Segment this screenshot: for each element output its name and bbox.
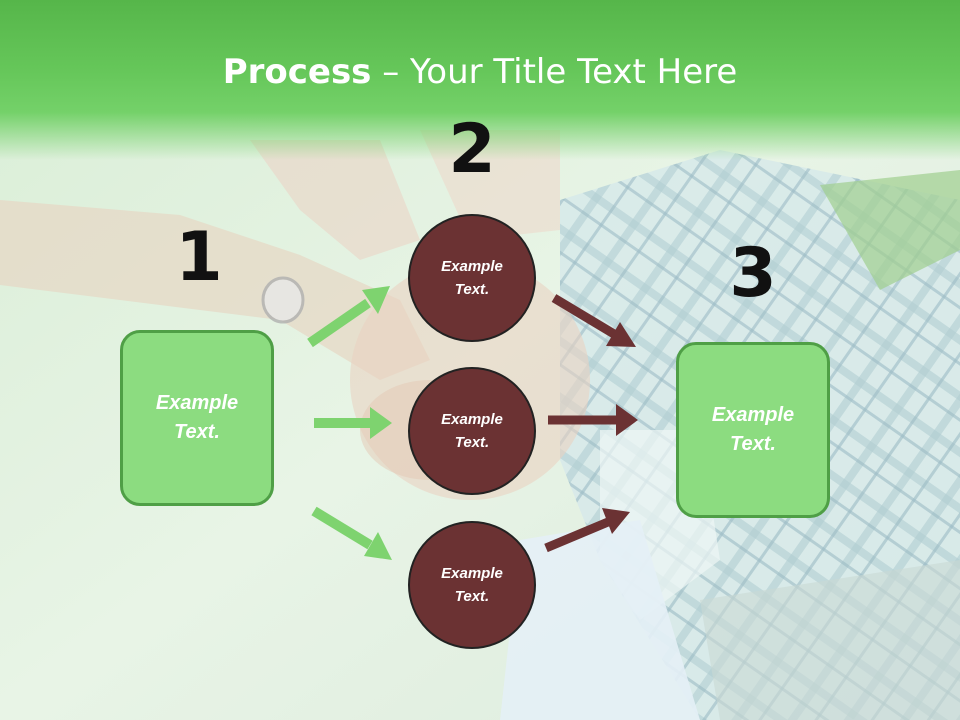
step-2-circle-top: Example Text. bbox=[408, 214, 536, 342]
title-rest: – Your Title Text Here bbox=[371, 52, 738, 92]
circle-top-text: Example Text. bbox=[441, 258, 503, 298]
title-bold: Process bbox=[222, 52, 372, 92]
slide-title: Process – Your Title Text Here bbox=[0, 52, 960, 92]
step-number-1: 1 bbox=[175, 218, 223, 297]
step-number-3: 3 bbox=[729, 234, 777, 313]
circle-bottom-text: Example Text. bbox=[441, 565, 503, 605]
step-3-box: Example Text. bbox=[676, 342, 830, 518]
step-number-2: 2 bbox=[448, 110, 496, 189]
header-band bbox=[0, 0, 960, 160]
circle-middle-text: Example Text. bbox=[441, 411, 503, 451]
step-1-box: Example Text. bbox=[120, 330, 274, 506]
step-1-box-text: Example Text. bbox=[155, 392, 239, 443]
step-2-circle-bottom: Example Text. bbox=[408, 521, 536, 649]
step-3-box-text: Example Text. bbox=[711, 404, 795, 455]
step-2-circle-middle: Example Text. bbox=[408, 367, 536, 495]
